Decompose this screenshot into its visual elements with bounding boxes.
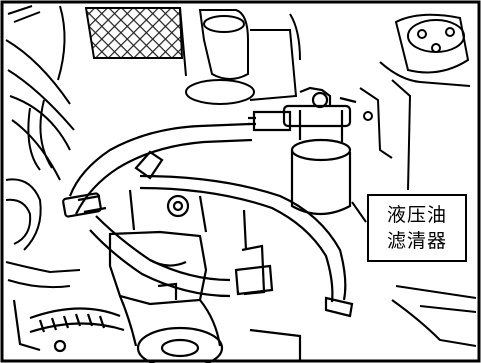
lower-left-belts [5,178,81,289]
hydraulic-filter [248,86,357,216]
hydraulic-filter-callout: 液压油 滤清器 [367,194,467,262]
bottom-pulley [12,299,302,363]
callout-line-2: 滤清器 [386,230,447,252]
callout-line-1: 液压油 [386,204,447,226]
callout-pointer [351,201,367,223]
right-panel [359,79,477,347]
central-tank [185,9,301,105]
radiator-grille [57,5,187,81]
fuel-cap [379,13,471,87]
lower-hoses [89,209,274,298]
upper-hose [62,122,253,218]
return-hose [134,150,354,318]
left-frame-rails [5,5,75,181]
